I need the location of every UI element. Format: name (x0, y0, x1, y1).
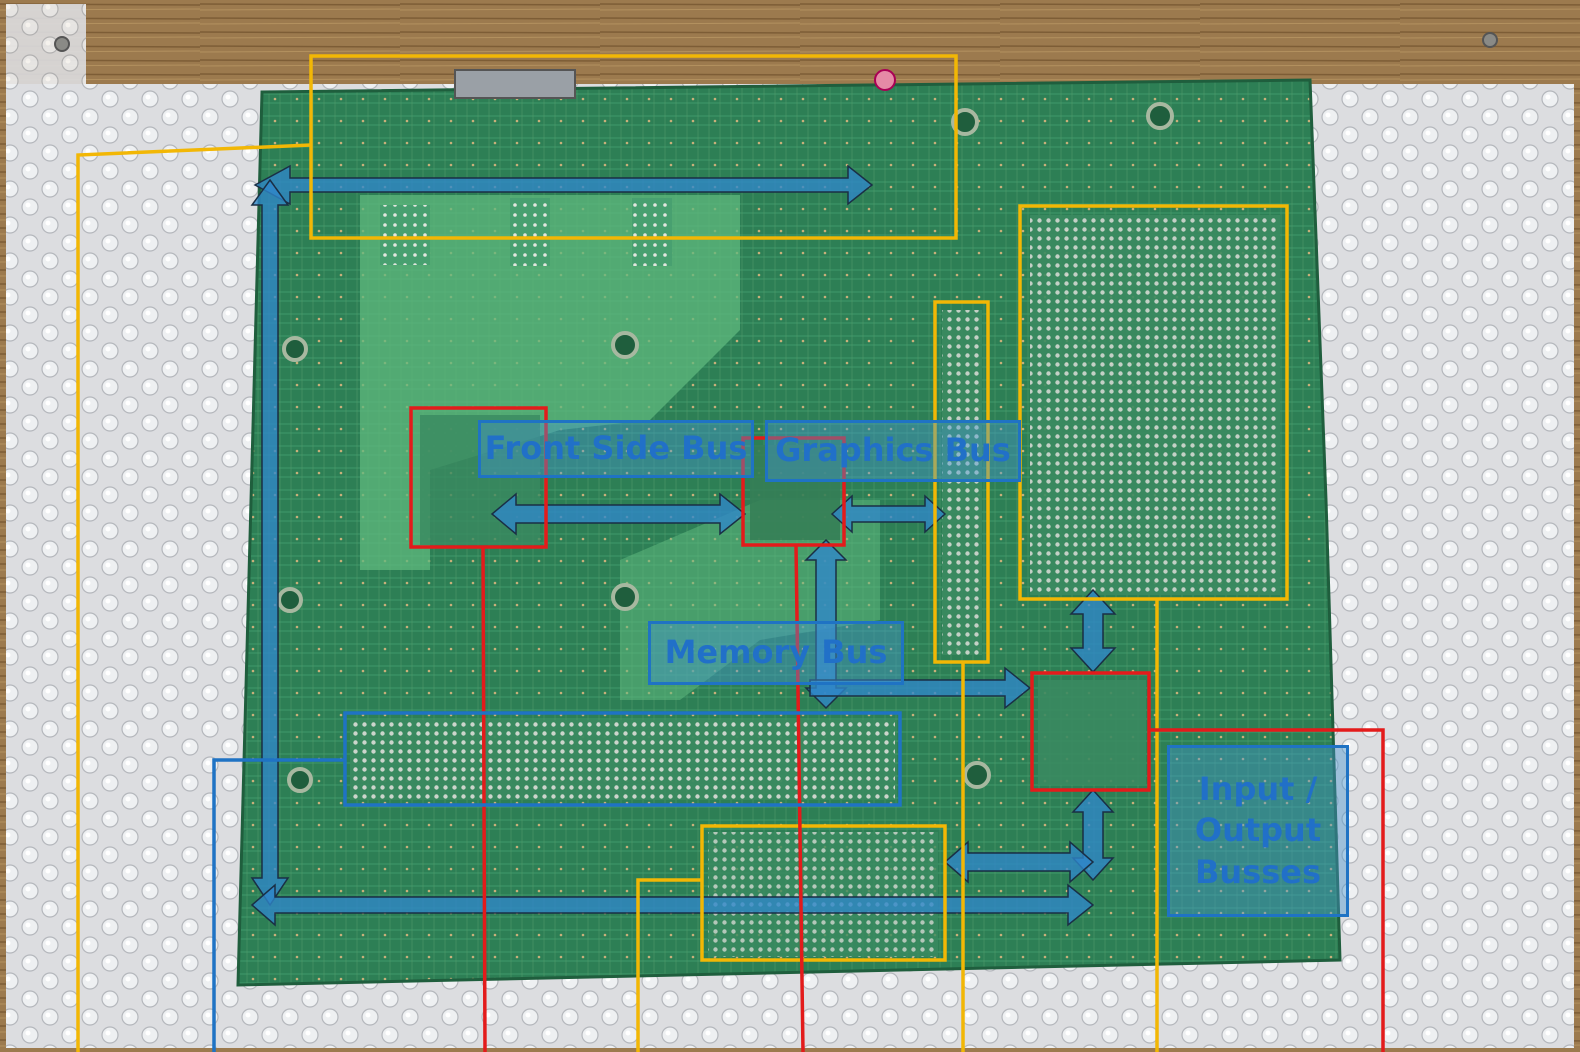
io-busses-label: Input / Output Busses (1167, 745, 1349, 917)
cpu-leader (483, 547, 485, 1052)
graphics-bus-label: Graphics Bus (765, 420, 1021, 482)
io-busses-label-line2: Output (1195, 810, 1321, 852)
memory-slot-pins (350, 720, 895, 800)
io-busses-label-line3: Busses (1195, 852, 1321, 894)
agp-slot-pins (942, 310, 982, 655)
memory-bus-label: Memory Bus (648, 621, 904, 685)
front-side-bus-label: Front Side Bus (478, 420, 754, 478)
io-busses-label-line1: Input / (1199, 769, 1318, 811)
pci-slot-pins (1030, 215, 1280, 595)
vga-connector (455, 70, 575, 98)
ide-connector-pins (708, 832, 938, 957)
wood-top (6, 4, 1574, 84)
